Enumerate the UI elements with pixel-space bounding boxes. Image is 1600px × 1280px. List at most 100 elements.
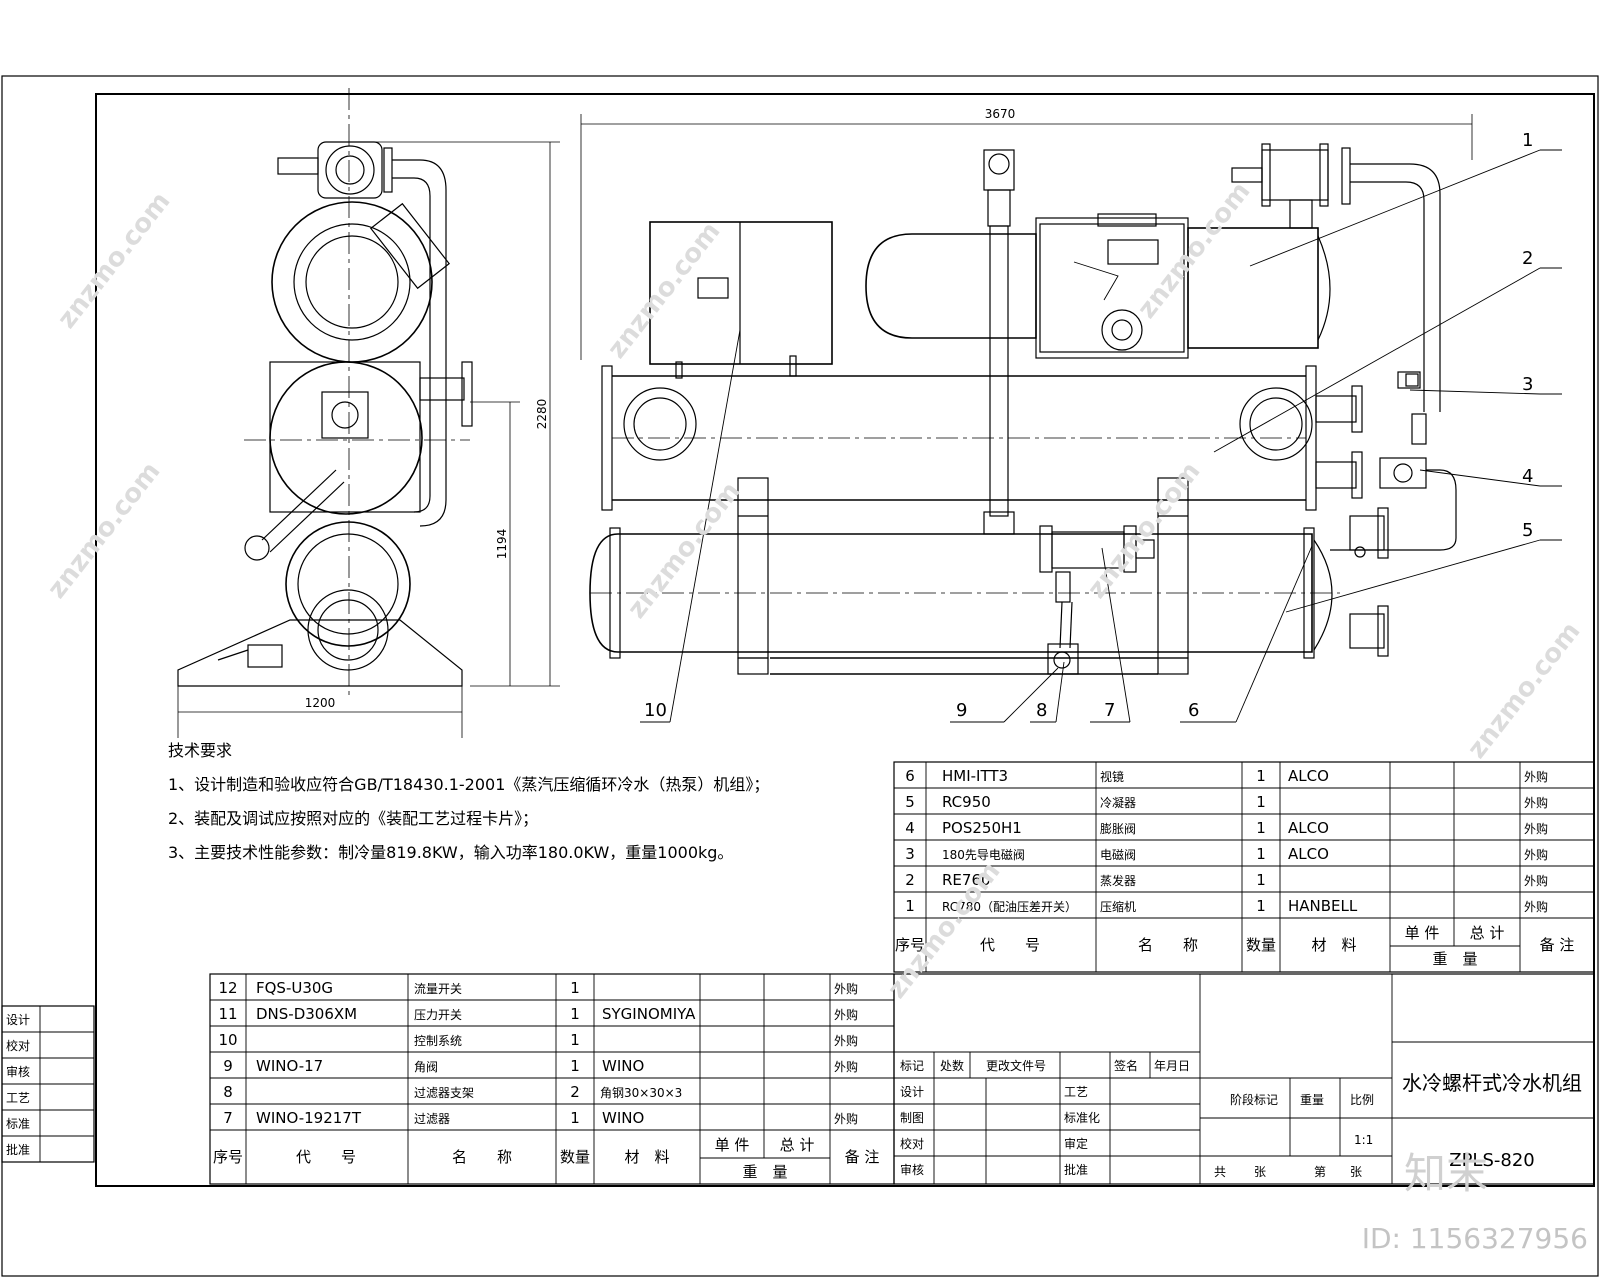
leader-lines: [640, 149, 1562, 723]
balloon-4: 4: [1522, 466, 1533, 487]
cell-code: WINO-19217T: [256, 1109, 362, 1127]
title-block-grid: [893, 973, 1595, 1185]
header-code: 代 号: [980, 936, 1040, 954]
header-remark: 备 注: [1540, 936, 1575, 954]
cell-remark: 外购: [1524, 873, 1548, 888]
bom-lower-rows: 12 FQS-U30G 流量开关 1 外购 11 DNS-D306XM 压力开关…: [213, 979, 879, 1181]
header-weight: 重 量: [1432, 950, 1477, 968]
cell-qty: 1: [1256, 897, 1266, 915]
balloon-8: 8: [1036, 700, 1047, 721]
header-name: 名 称: [1138, 936, 1198, 954]
bom-lower-row-11: 11 DNS-D306XM 压力开关 1 SYGINOMIYA 外购: [218, 1005, 858, 1023]
cell-no: 11: [218, 1005, 237, 1023]
cell-no: 7: [223, 1109, 233, 1127]
cell-code: RE760: [942, 871, 991, 889]
bom-upper-rows: 6 HMI-ITT3 视镜 1 ALCO 外购 5 RC950 冷凝器 1 外购…: [895, 767, 1574, 968]
balloon-7: 7: [1104, 700, 1115, 721]
cell-remark: 外购: [834, 1059, 858, 1074]
role-process: 工艺: [1064, 1085, 1088, 1099]
cell-no: 10: [218, 1031, 237, 1049]
cell-no: 3: [905, 845, 915, 863]
cell-material: WINO: [602, 1109, 644, 1127]
left-signoff-labels: 设计 校对 审核 工艺 标准 批准: [6, 1013, 30, 1157]
cell-name: 压力开关: [414, 1008, 462, 1022]
watermark-text: znzmo.com: [42, 457, 167, 605]
cell-remark: 外购: [834, 1007, 858, 1022]
bom-upper-row-5: 5 RC950 冷凝器 1 外购: [905, 793, 1548, 811]
cell-no: 2: [905, 871, 915, 889]
header-qty: 数量: [1246, 936, 1276, 954]
cell-qty: 1: [570, 1057, 580, 1075]
dim-height-total: 2280: [535, 399, 549, 430]
label-standard: 标准: [6, 1117, 30, 1131]
front-view: [580, 114, 1473, 675]
cell-qty: 1: [1256, 819, 1266, 837]
header-code: 代 号: [296, 1148, 356, 1166]
cell-no: 12: [218, 979, 237, 997]
role-check: 校对: [900, 1136, 924, 1151]
cell-name: 控制系统: [414, 1034, 462, 1048]
bom-lower-row-12: 12 FQS-U30G 流量开关 1 外购: [218, 979, 858, 997]
header-material: 材 料: [624, 1148, 669, 1166]
cell-material: ALCO: [1288, 845, 1329, 863]
note-1: 1、设计制造和验收应符合GB/T18430.1-2001《蒸汽压缩循环冷水（热泵…: [168, 775, 769, 794]
role-design: 设计: [900, 1085, 924, 1099]
cell-material: HANBELL: [1288, 897, 1358, 915]
scale-header: 比例: [1350, 1093, 1374, 1107]
scale-value: 1:1: [1354, 1133, 1373, 1147]
bom-upper-row-6: 6 HMI-ITT3 视镜 1 ALCO 外购: [905, 767, 1548, 785]
weight-header: 重量: [1300, 1093, 1324, 1107]
label-review: 审核: [6, 1064, 30, 1079]
cell-name: 过滤器: [414, 1112, 450, 1126]
rev-header-docno: 更改文件号: [986, 1058, 1046, 1073]
header-name: 名 称: [452, 1148, 512, 1166]
header-total: 总 计: [1470, 924, 1505, 942]
role-drawing: 制图: [900, 1111, 924, 1125]
watermark-id: ID: 1156327956: [1362, 1222, 1588, 1255]
role-review: 审核: [900, 1162, 924, 1177]
header-unit: 单 件: [1405, 924, 1440, 942]
header-unit: 单 件: [715, 1136, 750, 1154]
dim-width-side: 1200: [305, 696, 336, 710]
cell-remark: 外购: [1524, 847, 1548, 862]
bom-upper-table: [893, 761, 1595, 973]
cell-qty: 1: [570, 979, 580, 997]
cell-code: HMI-ITT3: [942, 767, 1008, 785]
cell-name: 流量开关: [414, 982, 462, 996]
balloon-3: 3: [1522, 374, 1533, 395]
left-signoff-strip: [1, 1005, 95, 1163]
balloon-labels: 1 2 3 4 5 6 7 8 9 10: [644, 130, 1533, 721]
cell-code: POS250H1: [942, 819, 1022, 837]
cell-code: 180先导电磁阀: [942, 847, 1025, 862]
balloon-1: 1: [1522, 130, 1533, 151]
cell-material: 角钢30×30×3: [600, 1086, 682, 1100]
label-approve: 批准: [6, 1142, 30, 1157]
bom-lower-row-8: 8 过滤器支架 2 角钢30×30×3: [223, 1083, 682, 1101]
dim-height-axis: 1194: [495, 529, 509, 560]
cell-qty: 1: [1256, 871, 1266, 889]
bom-upper-header: 序号 代 号 名 称 数量 材 料 单 件 总 计 重 量 备 注: [895, 924, 1574, 968]
bom-lower-row-7: 7 WINO-19217T 过滤器 1 WINO 外购: [223, 1109, 858, 1127]
bom-lower-header: 序号 代 号 名 称 数量 材 料 单 件 总 计 重 量 备 注: [213, 1136, 879, 1181]
watermark-text: znzmo.com: [1132, 177, 1257, 325]
cell-material: WINO: [602, 1057, 644, 1075]
cell-name: 压缩机: [1100, 899, 1136, 914]
cell-no: 5: [905, 793, 915, 811]
cell-code: DNS-D306XM: [256, 1005, 357, 1023]
bom-upper-row-3: 3 180先导电磁阀 电磁阀 1 ALCO 外购: [905, 845, 1548, 863]
header-qty: 数量: [560, 1148, 590, 1166]
header-no: 序号: [895, 936, 925, 954]
header-material: 材 料: [1311, 936, 1356, 954]
cell-material: ALCO: [1288, 819, 1329, 837]
watermark-text: znzmo.com: [1462, 617, 1587, 765]
cell-code: RC780（配油压差开关）: [942, 900, 1077, 914]
cell-qty: 1: [570, 1005, 580, 1023]
cell-qty: 1: [570, 1031, 580, 1049]
cell-no: 9: [223, 1057, 233, 1075]
role-verify: 审定: [1064, 1136, 1088, 1151]
sheet-no-suffix: 张: [1350, 1165, 1362, 1179]
cell-remark: 外购: [1524, 899, 1548, 914]
cell-code: FQS-U30G: [256, 979, 333, 997]
cell-qty: 2: [570, 1083, 580, 1101]
